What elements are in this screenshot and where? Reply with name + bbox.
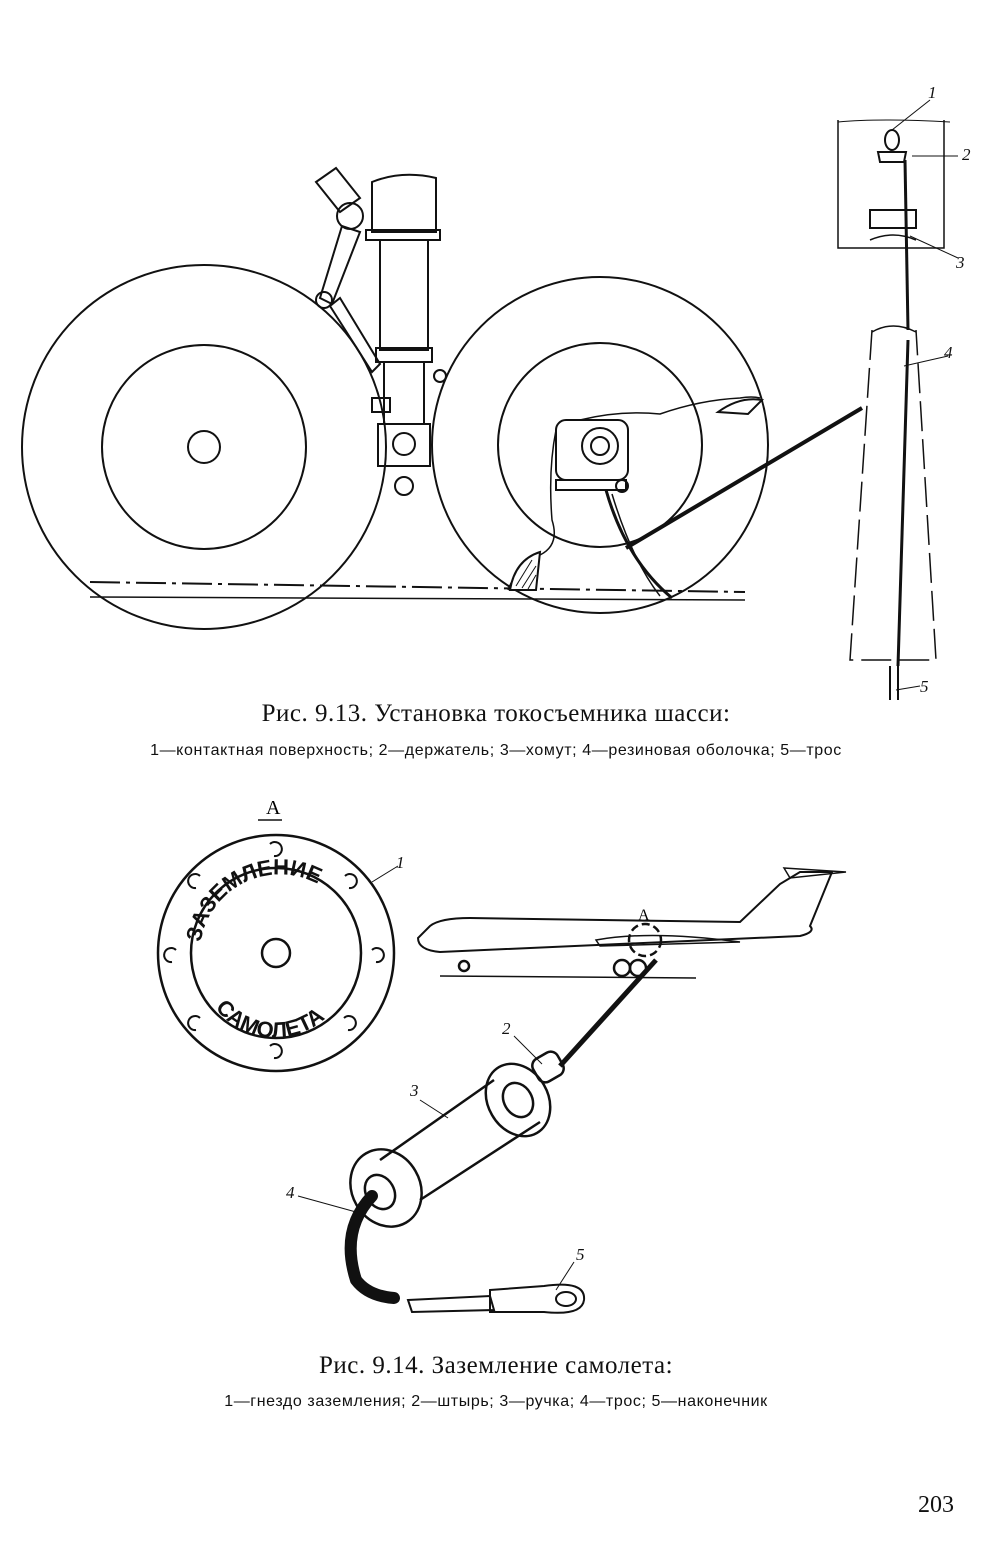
ground-cable [604,489,673,600]
lug-hole [555,1291,577,1307]
callout-3: 3 [955,253,965,272]
right-axle-inner [590,436,610,456]
socket-hole [260,937,292,969]
aircraft-tail [782,867,847,879]
callout-5: 5 [920,677,929,696]
handle-front-flange [484,1062,552,1138]
aircraft-ground-line [439,975,697,979]
page-number: 203 [918,1492,954,1518]
link-pivot [315,291,333,309]
detail-frame [837,120,945,249]
callout-1: 1 [928,83,937,102]
view-a-label: А [266,797,281,819]
strut-top [371,173,437,233]
figure-9-14-caption: Рис. 9.14. Заземление самолета: [318,1352,674,1379]
brake-bar [555,479,627,491]
rod-cable [558,958,658,1068]
axle-block [377,423,431,467]
link-lower [328,296,382,374]
holder-clamp [869,209,917,229]
strut-lug [371,397,391,413]
figure-9-13-legend: 1—контактная поверхность; 2—держатель; 3… [150,742,842,759]
cable-end-strand [406,1294,496,1314]
hatched-section-2 [715,398,765,416]
lug-terminal [489,1283,586,1314]
callout-4: 4 [286,1183,295,1202]
callout-1: 1 [396,853,405,872]
cutaway-edge-top [579,396,761,421]
stamp-top-text: ЗАЗЕМЛЕНИЕ [181,854,326,943]
clamp-lip [869,234,917,241]
callout-2: 2 [502,1019,511,1038]
pivot [394,476,414,496]
small-pin [433,369,447,383]
cable-core [896,339,910,667]
handle-body [379,1078,541,1202]
right-axle [581,427,619,465]
ground-line-2 [89,596,746,601]
cable-to-detail [624,406,864,550]
left-wheel-hub [187,430,221,464]
link-upper [314,166,362,214]
aircraft-fuselage [416,871,834,954]
view-a-marker [627,922,663,958]
rubber-sleeve [849,329,937,661]
strut-cylinder [379,239,429,351]
right-wheel-tire [431,276,769,614]
nose-gear-wheel [457,959,471,973]
left-wheel-tire [21,264,387,630]
detail-top-edge [837,119,951,123]
handle-rear-flange [349,1148,423,1228]
pin [531,1050,565,1084]
callout-3: 3 [409,1081,419,1100]
left-wheel-rim [101,344,307,550]
holder-rod [903,159,910,331]
callout-5: 5 [576,1245,585,1264]
stamp-bottom-text: САМОЛЕТА [211,994,328,1043]
callout-2: 2 [962,145,971,164]
right-wheel-rim [497,342,703,548]
socket-outer-ring [156,833,396,1073]
main-gear-wheel [612,958,632,978]
axle [392,432,416,456]
brake-pin [615,479,629,493]
figure-9-13-caption: Рис. 9.13. Установка токосъемника шасси: [261,700,731,727]
callout-4: 4 [944,343,953,362]
figure-9-14-legend: 1—гнездо заземления; 2—штырь; 3—ручка; 4… [224,1393,768,1410]
socket-bolt-holes [163,841,385,1060]
socket-inner-ring [189,866,363,1040]
ground-line [89,581,746,593]
rubber-cable [344,1190,400,1304]
aircraft-wing [594,934,741,947]
plane-a-label: А [638,907,650,924]
